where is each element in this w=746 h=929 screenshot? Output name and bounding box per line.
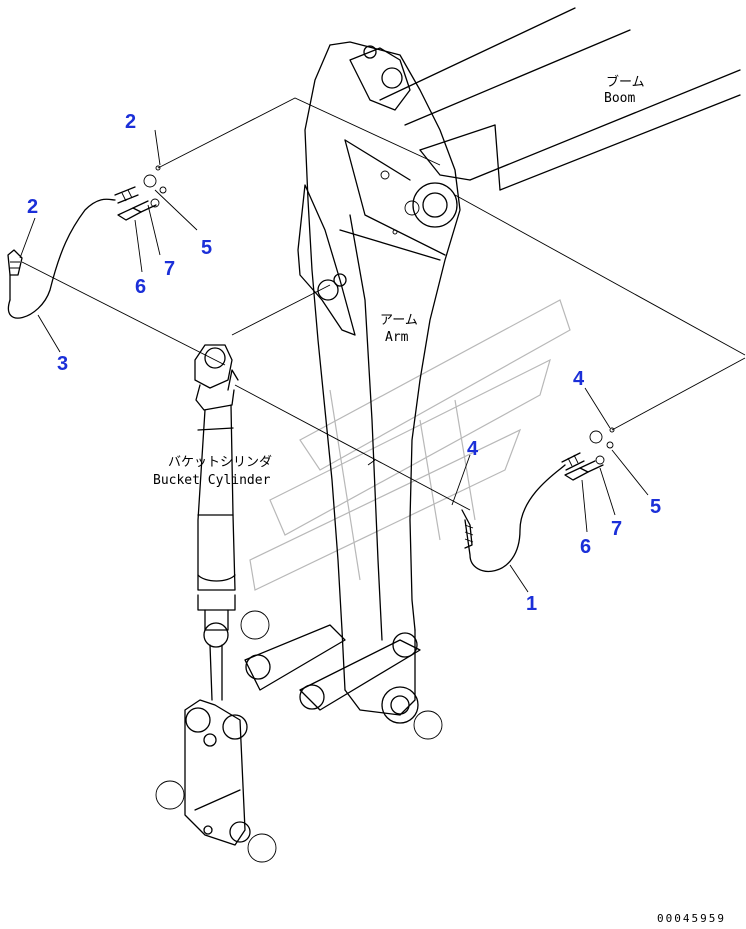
- bucket-cylinder: [194, 344, 239, 701]
- arm: [297, 41, 461, 716]
- callout-6-right: 6: [580, 536, 591, 558]
- fittings-right: [564, 427, 615, 481]
- boom: [379, 7, 741, 191]
- callout-2-left: 2: [27, 196, 38, 218]
- callout-1: 1: [526, 593, 537, 615]
- watermark-logo: [249, 299, 571, 591]
- callout-2-top: 2: [125, 111, 136, 133]
- boom-label-en: Boom: [604, 91, 635, 106]
- callout-4-right: 4: [573, 368, 585, 390]
- callout-7-left: 7: [164, 258, 175, 280]
- callout-6-left: 6: [135, 276, 146, 298]
- callout-5-right: 5: [650, 496, 661, 518]
- bucket-link: [155, 610, 443, 863]
- drawing-number: 00045959: [657, 912, 726, 925]
- boom-label-jp: ブーム: [606, 74, 645, 90]
- leader-lines: [19, 97, 746, 593]
- callout-3: 3: [57, 353, 68, 375]
- hose-1: [461, 452, 585, 573]
- arm-label-en: Arm: [385, 330, 409, 345]
- arm-label-jp: アーム: [380, 313, 418, 328]
- callout-5-left: 5: [201, 237, 212, 259]
- callout-4-mid: 4: [467, 438, 479, 460]
- bucket-cylinder-label-jp: バケットシリンダ: [168, 455, 272, 470]
- bucket-cylinder-label-en: Bucket Cylinder: [153, 473, 271, 488]
- callout-7-right: 7: [611, 518, 622, 540]
- hose-3: [7, 186, 139, 319]
